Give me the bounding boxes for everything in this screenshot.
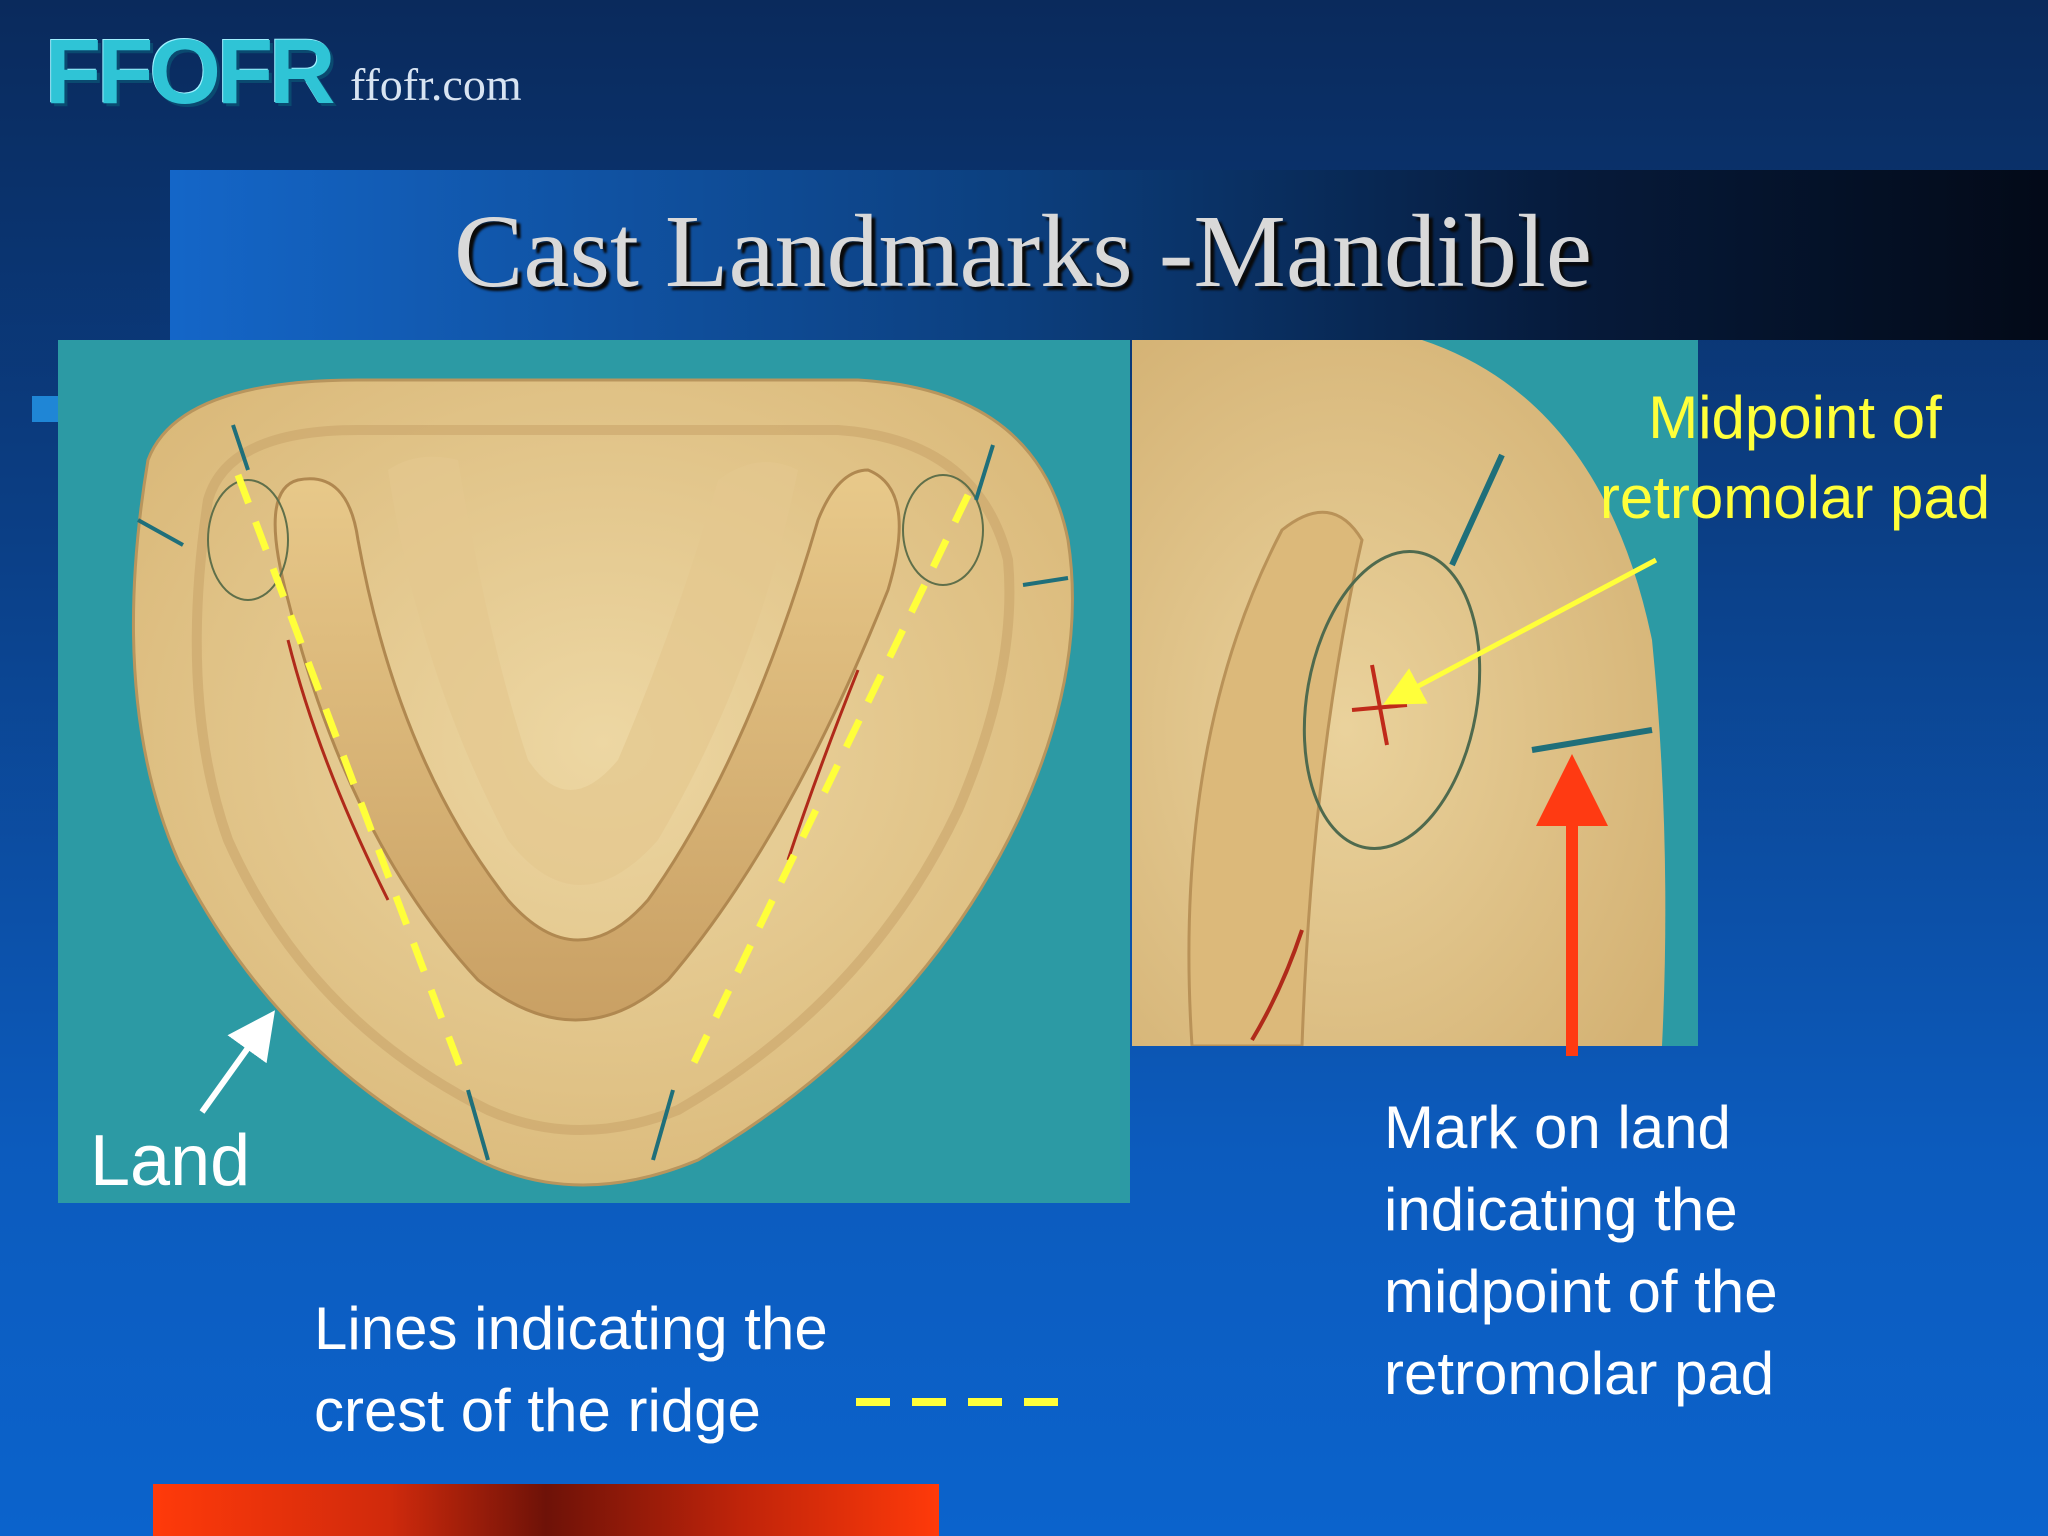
label-mark-line1: Mark on land [1384,1094,1731,1161]
title-band [170,170,2048,340]
crest-line-left [234,473,467,1077]
bullet-marker [32,396,58,422]
label-crest-line2: crest of the ridge [314,1377,761,1444]
slide-title: Cast Landmarks -Mandible [454,194,1592,309]
label-midpoint-line2: retromolar pad [1599,464,1991,531]
label-crest: Lines indicating the crest of the ridge [314,1288,828,1452]
cast-illustration [131,378,1074,1187]
cast-photo-full [58,340,1130,1203]
label-mark-line2: indicating the [1384,1176,1738,1243]
label-mark: Mark on land indicating the midpoint of … [1384,1087,1778,1415]
logo: FFOFR [45,21,336,123]
site-url: ffofr.com [350,59,522,110]
bottom-accent-bar [153,1484,939,1536]
label-midpoint-line1: Midpoint of [1648,384,1942,451]
retromolar-pad-outline [1302,550,1482,850]
label-land: Land [90,1121,251,1201]
label-mark-line3: midpoint of the [1384,1258,1778,1325]
alveolar-ridge [273,468,901,1022]
crest-dash-legend [856,1398,1071,1406]
label-midpoint: Midpoint of retromolar pad [1560,378,2030,538]
label-crest-line1: Lines indicating the [314,1295,828,1362]
label-mark-line4: retromolar pad [1384,1340,1775,1407]
crest-line-right [684,493,972,1077]
